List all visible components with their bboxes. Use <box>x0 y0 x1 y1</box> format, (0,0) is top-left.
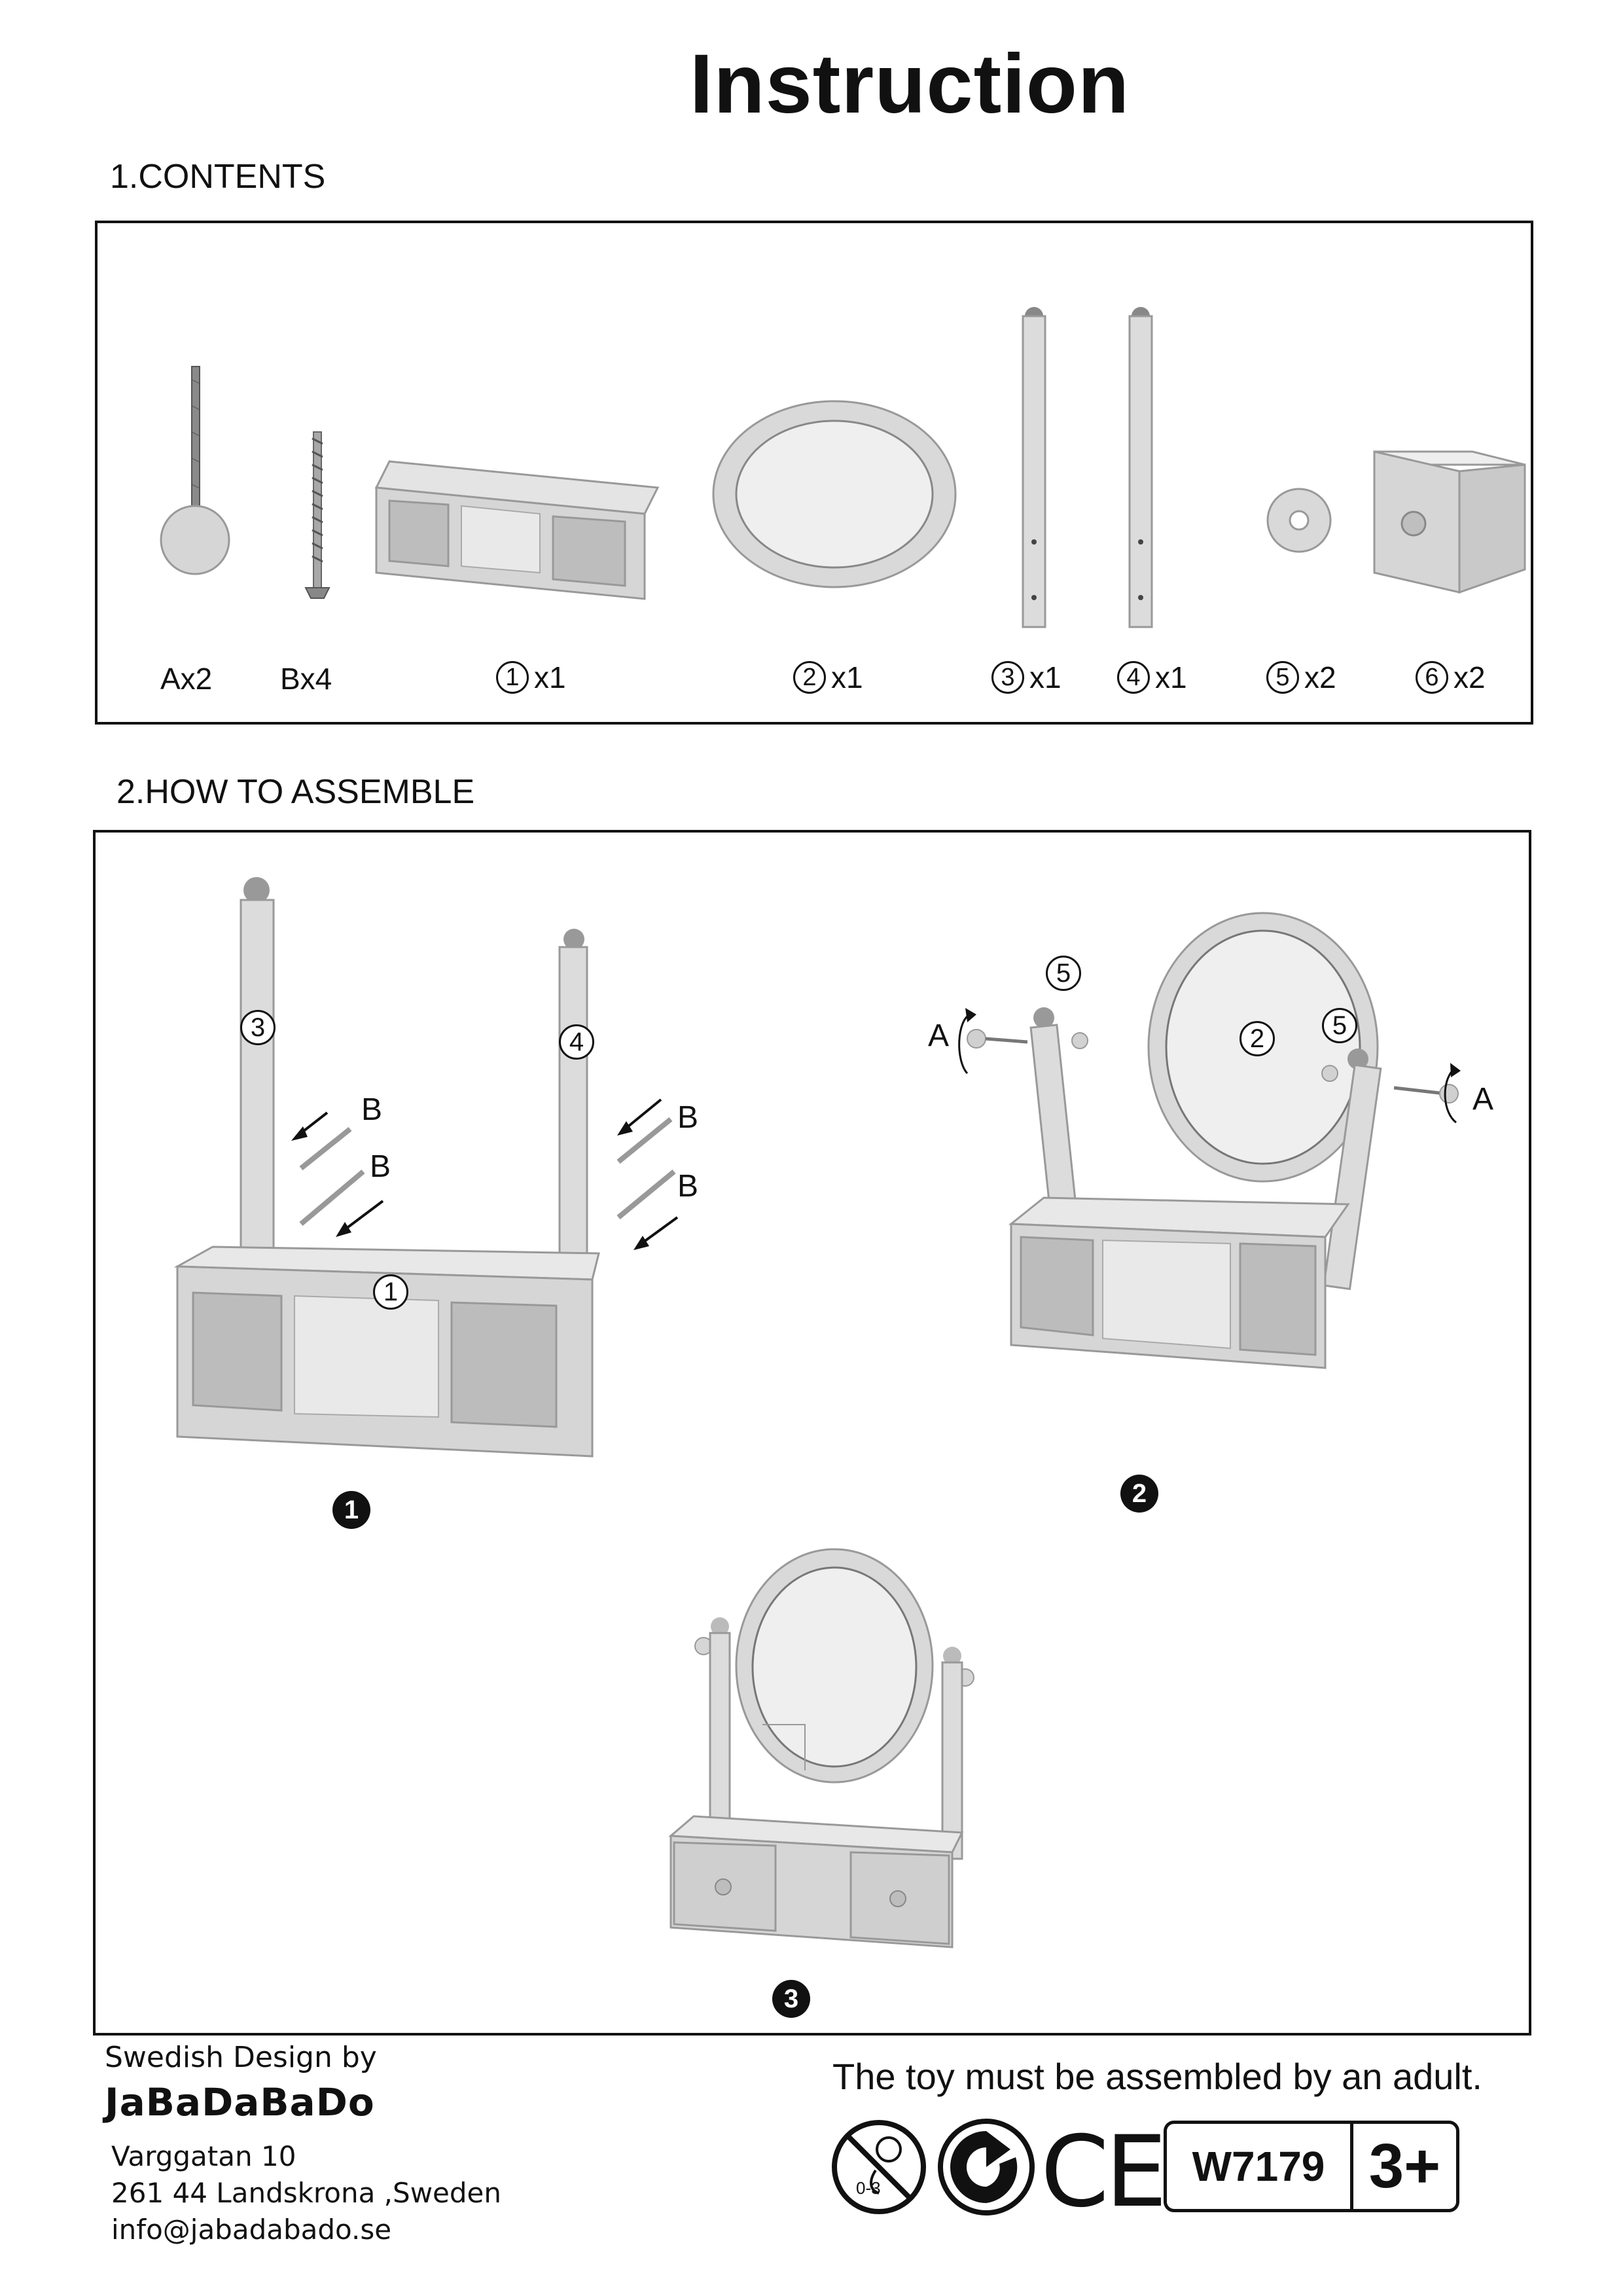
page-title: Instruction <box>689 37 1130 131</box>
step-1-screw-label-bottom-right: B <box>677 1169 699 1204</box>
part-3-post-illustration <box>1022 307 1046 628</box>
part-5-number: 5 <box>1266 661 1299 694</box>
part-4-post-illustration <box>1128 307 1153 628</box>
part-5-qty: x2 <box>1304 660 1336 694</box>
part-4-qty: x1 <box>1155 660 1187 694</box>
step-2-number: 2 <box>1120 1475 1158 1513</box>
product-code: W7179 <box>1167 2124 1353 2209</box>
part-b-screw-illustration <box>304 431 330 599</box>
product-code-box: W7179 3+ <box>1164 2121 1459 2212</box>
age-warning-icon: 0-3 <box>830 2118 928 2216</box>
age-warning-text: 0-3 <box>856 2178 881 2198</box>
part-b-label: Bx4 <box>280 662 332 696</box>
recycling-icon <box>938 2119 1035 2215</box>
part-1-base-illustration <box>374 460 660 600</box>
contents-heading: 1.CONTENTS <box>110 158 326 196</box>
part-6-number: 6 <box>1416 661 1448 694</box>
part-3-qty: x1 <box>1029 660 1061 694</box>
part-3-number: 3 <box>991 661 1024 694</box>
step-1-illustration <box>173 877 679 1458</box>
step-1-callout-part-3: 3 <box>240 1010 276 1045</box>
part-2-number: 2 <box>793 661 826 694</box>
brand-logo-text: JaBaDaBaDo <box>105 2080 375 2125</box>
step-1-callout-part-1: 1 <box>373 1274 408 1310</box>
assemble-heading: 2.HOW TO ASSEMBLE <box>116 773 475 811</box>
part-a-label: Ax2 <box>160 662 213 696</box>
step-3-number: 3 <box>772 1980 810 2018</box>
age-rating: 3+ <box>1368 2131 1441 2201</box>
part-2-qty: x1 <box>831 660 863 694</box>
step-1-screw-label-top-right: B <box>677 1100 699 1135</box>
contents-box <box>95 221 1533 725</box>
part-4-number: 4 <box>1117 661 1150 694</box>
part-2-mirror-illustration <box>712 400 957 588</box>
step-1-number: 1 <box>332 1491 370 1529</box>
step-2-callout-part-5-left: 5 <box>1046 956 1081 991</box>
address-line-1: Varggatan 10 <box>111 2140 296 2172</box>
step-3-illustration <box>668 1548 974 1948</box>
step-2-illustration <box>958 912 1461 1369</box>
email-text: info@jabadabado.se <box>111 2214 392 2246</box>
part-1-number: 1 <box>496 661 529 694</box>
address-line-2: 261 44 Landskrona ,Sweden <box>111 2177 501 2209</box>
step-2-pin-label-right: A <box>1472 1082 1494 1117</box>
ce-mark: CE <box>1041 2115 1168 2229</box>
step-1-screw-label-bottom-left: B <box>370 1149 391 1184</box>
step-2-callout-part-5-right: 5 <box>1322 1008 1357 1043</box>
step-1-screw-label-top-left: B <box>361 1092 383 1127</box>
part-6-qty: x2 <box>1454 660 1486 694</box>
assemble-box <box>93 830 1531 2036</box>
part-6-drawer-illustration <box>1373 450 1526 594</box>
adult-assembly-warning: The toy must be assembled by an adult. <box>832 2056 1482 2097</box>
step-2-pin-label-left: A <box>928 1018 950 1053</box>
part-5-knob-illustration <box>1266 488 1332 553</box>
step-2-callout-part-2: 2 <box>1240 1021 1275 1056</box>
step-1-callout-part-4: 4 <box>559 1024 594 1060</box>
part-1-qty: x1 <box>534 660 566 694</box>
design-by-text: Swedish Design by <box>105 2041 377 2074</box>
part-a-pin-illustration <box>160 366 230 575</box>
